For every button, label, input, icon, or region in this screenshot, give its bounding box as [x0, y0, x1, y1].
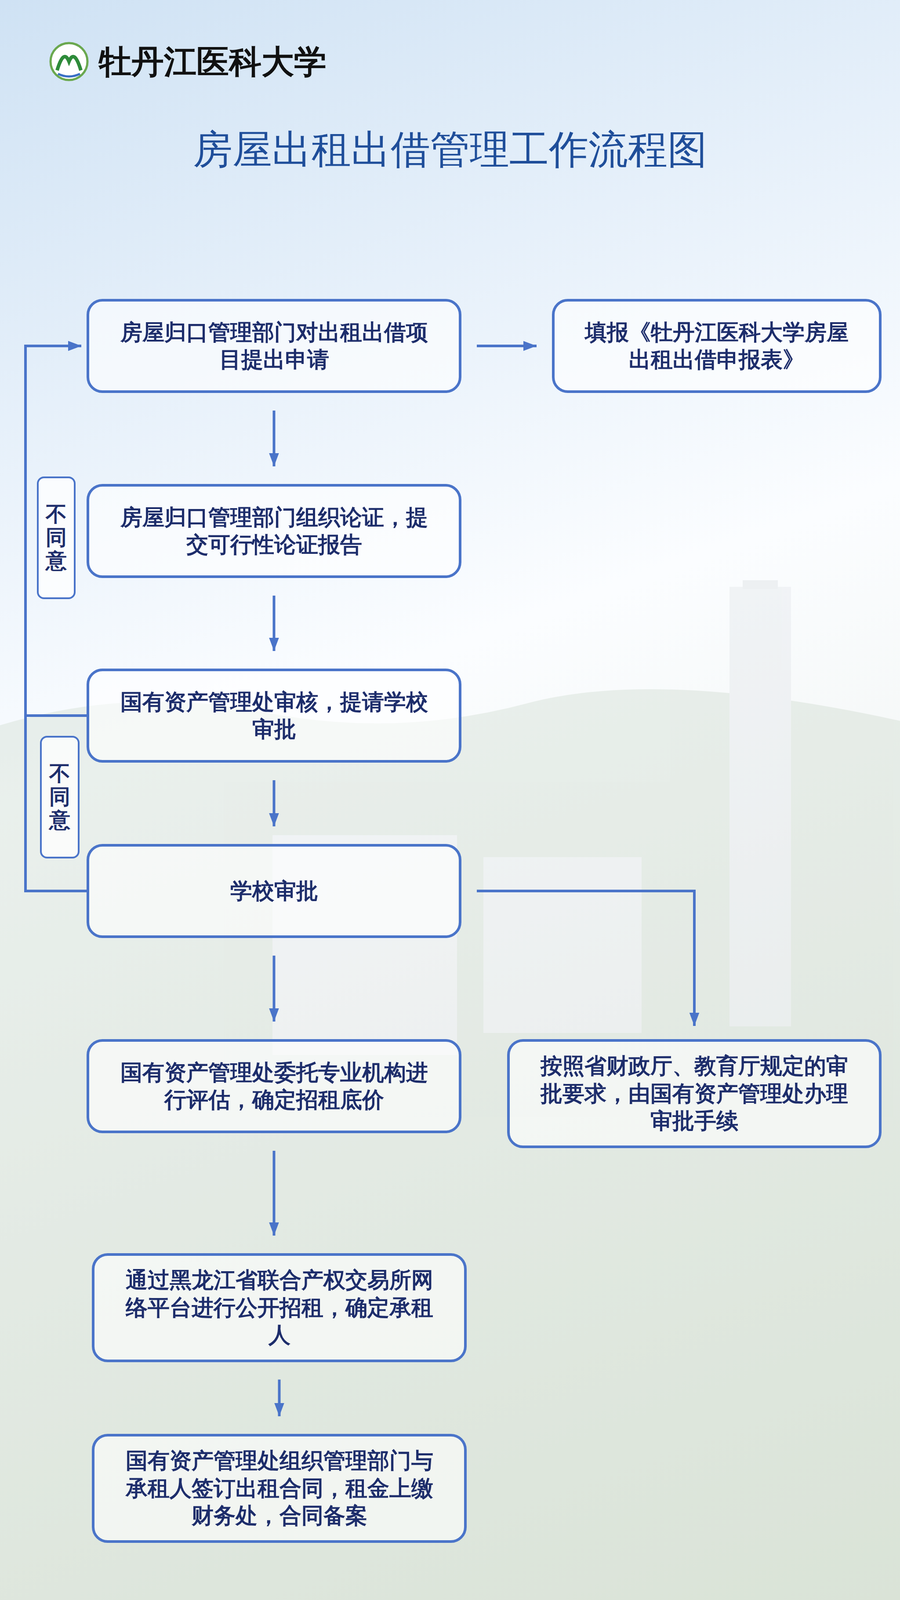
campus-silhouette	[0, 580, 900, 1600]
process-box: 通过黑龙江省联合产权交易所网络平台进行公开招租，确定承租人	[91, 1252, 467, 1362]
edge-label-box: 不同意	[39, 735, 80, 859]
diagram-title: 房屋出租出借管理工作流程图	[0, 123, 900, 177]
box-text: 国有资产管理处审核，提请学校审批	[113, 688, 435, 744]
flow-arrow	[272, 780, 276, 827]
box-text: 学校审批	[230, 877, 319, 905]
box-text: 房屋归口管理部门对出租出借项目提出申请	[113, 318, 435, 374]
building-block	[483, 856, 642, 1033]
process-box: 按照省财政厅、教育厅规定的审批要求，由国有资产管理处办理审批手续	[507, 1038, 882, 1148]
edge-label: 不同意	[49, 762, 71, 832]
flow-arrow	[476, 344, 537, 348]
flow-arrow	[272, 595, 276, 651]
process-box: 学校审批	[86, 843, 462, 938]
tower-top	[742, 580, 778, 589]
logo-mark	[57, 56, 81, 71]
flow-arrow	[272, 410, 276, 467]
box-text: 通过黑龙江省联合产权交易所网络平台进行公开招租，确定承租人	[119, 1266, 440, 1349]
flow-arrow	[25, 345, 87, 716]
box-text: 房屋归口管理部门组织论证，提交可行性论证报告	[113, 503, 435, 559]
school-logo	[50, 43, 88, 80]
edge-label-box: 不同意	[36, 476, 76, 599]
flow-arrow	[476, 890, 695, 1026]
flow-arrow	[272, 1150, 276, 1236]
process-box: 国有资产管理处组织管理部门与承租人签订出租合同，租金上缴财务处，合同备案	[91, 1433, 467, 1543]
box-text: 按照省财政厅、教育厅规定的审批要求，由国有资产管理处办理审批手续	[534, 1052, 855, 1135]
flow-arrow	[272, 955, 276, 1022]
box-text: 国有资产管理处委托专业机构进行评估，确定招租底价	[113, 1058, 435, 1114]
process-box: 房屋归口管理部门对出租出借项目提出申请	[86, 298, 462, 393]
flow-arrow	[278, 1379, 281, 1417]
process-box: 房屋归口管理部门组织论证，提交可行性论证报告	[86, 483, 462, 578]
flow-arrow	[25, 345, 87, 891]
box-text: 填报《牡丹江医科大学房屋出租出借申报表》	[579, 318, 855, 374]
school-name: 牡丹江医科大学	[98, 40, 327, 85]
tower-building	[729, 586, 792, 1027]
logo-ring	[50, 43, 88, 80]
process-box: 国有资产管理处委托专业机构进行评估，确定招租底价	[86, 1038, 462, 1133]
logo-wave	[58, 73, 80, 77]
process-box: 填报《牡丹江医科大学房屋出租出借申报表》	[551, 298, 882, 393]
process-box: 国有资产管理处审核，提请学校审批	[86, 668, 462, 763]
box-text: 国有资产管理处组织管理部门与承租人签订出租合同，租金上缴财务处，合同备案	[119, 1446, 440, 1530]
edge-label: 不同意	[45, 502, 67, 573]
